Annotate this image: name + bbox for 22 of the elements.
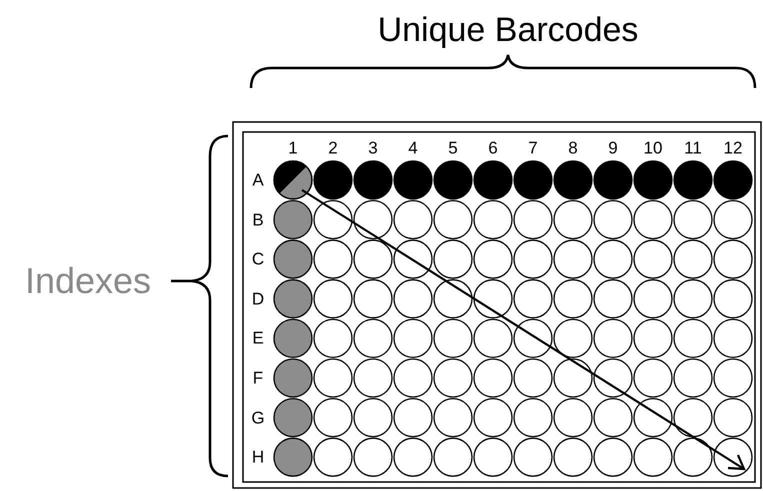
row-letter: E xyxy=(252,330,264,347)
column-number: 1 xyxy=(288,140,298,156)
row-letter: F xyxy=(252,370,264,386)
column-number: 2 xyxy=(328,140,338,156)
row-letter: D xyxy=(252,290,264,308)
column-number: 4 xyxy=(408,140,418,156)
column-number: 6 xyxy=(488,140,498,156)
column-number: 9 xyxy=(608,140,618,156)
column-number: 12 xyxy=(724,140,742,156)
column-number: 3 xyxy=(368,140,378,156)
column-number: 8 xyxy=(568,140,578,156)
row-letter: C xyxy=(252,250,264,268)
column-number: 7 xyxy=(528,140,538,156)
row-letter: B xyxy=(252,211,264,228)
row-letter: A xyxy=(252,172,264,188)
column-number: 5 xyxy=(448,140,458,156)
column-number: 10 xyxy=(644,140,662,156)
axis-label: Indexes xyxy=(24,263,152,299)
row-letter: G xyxy=(251,409,265,426)
heading: Unique Barcodes xyxy=(378,13,638,47)
column-number: 11 xyxy=(684,140,702,156)
row-letter: H xyxy=(252,448,264,466)
